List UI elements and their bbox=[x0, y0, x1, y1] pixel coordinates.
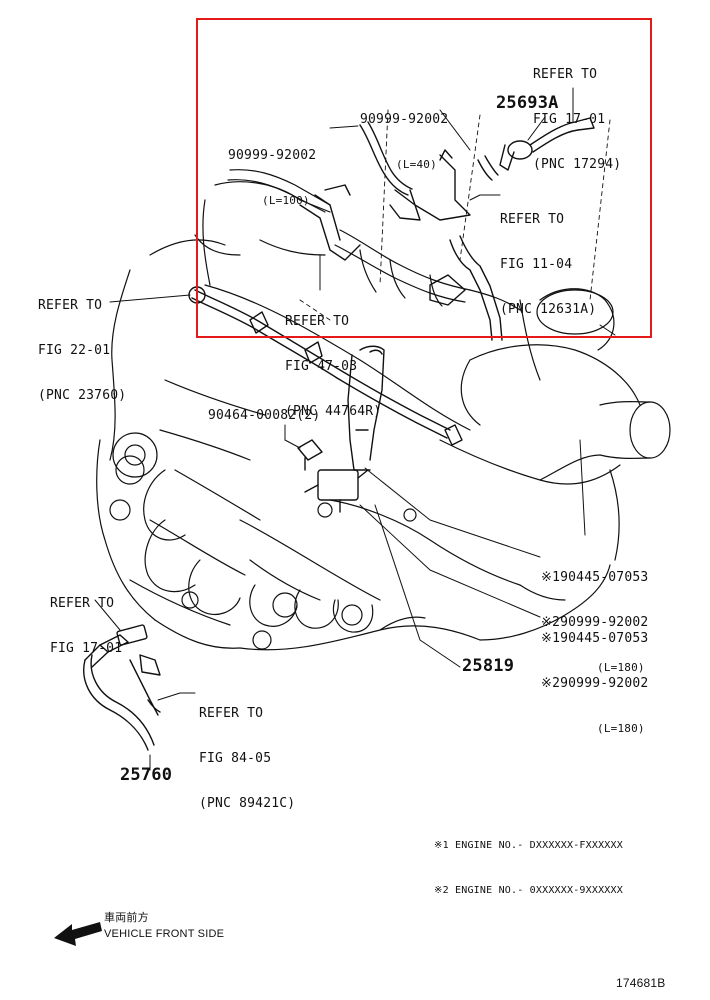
highlight-box bbox=[196, 18, 652, 338]
refer-line: REFER TO bbox=[38, 298, 103, 313]
part-25819: 25819 bbox=[462, 656, 515, 676]
figure-id: 174681B bbox=[616, 976, 666, 990]
refer-pnc-line: (PNC 23760) bbox=[38, 388, 127, 403]
refer-fig84: REFER TO FIG 84-05 (PNC 89421C) bbox=[199, 676, 295, 826]
part-number: 90999-92002 bbox=[360, 112, 449, 127]
front-side-en: VEHICLE FRONT SIDE bbox=[104, 928, 225, 940]
part-25760: 25760 bbox=[120, 765, 173, 785]
refer-line: REFER TO bbox=[50, 596, 115, 611]
part-90464-00082: 90464-00082(2) bbox=[208, 408, 321, 423]
refer-line: REFER TO bbox=[533, 67, 598, 82]
refer-fig22: REFER TO FIG 22-01 (PNC 23760) bbox=[38, 268, 126, 418]
refer-line: REFER TO bbox=[285, 314, 350, 329]
refer-fig-line: FIG 17-01 bbox=[533, 112, 606, 127]
refer-fig-line: FIG 22-01 bbox=[38, 343, 111, 358]
engine-block-drawing bbox=[96, 169, 671, 651]
refer-pnc-line: (PNC 17294) bbox=[533, 157, 622, 172]
dashed-guides bbox=[299, 109, 611, 321]
front-side-jp: 車両前方 bbox=[104, 912, 149, 924]
refer-pnc-line: (PNC 44764R) bbox=[285, 404, 382, 419]
leader-lines bbox=[94, 87, 616, 771]
callout-line: ※290999-92002 bbox=[541, 615, 649, 630]
part-length: (L=40) bbox=[396, 158, 437, 171]
callout-line: ※190445-07053 bbox=[541, 570, 649, 585]
part-length: (L=180) bbox=[597, 661, 645, 674]
part-90999-92002-l40: 90999-92002 (L=40) bbox=[360, 82, 448, 187]
refer-line: REFER TO bbox=[199, 706, 264, 721]
callout-line: ※290999-92002 bbox=[541, 676, 649, 691]
part-25693a: 25693A bbox=[496, 93, 559, 113]
part-length: (L=180) bbox=[597, 722, 645, 735]
part-length: (L=100) bbox=[262, 194, 310, 207]
refer-fig-line: FIG 17-01 bbox=[50, 641, 123, 656]
vacuum-hoses-drawing bbox=[83, 117, 595, 751]
part-90999-92002-l100: 90999-92002 (L=100) bbox=[228, 118, 316, 223]
callout-2-180: ※190445-07053 ※290999-92002 (L=180) bbox=[541, 601, 648, 751]
refer-fig17-left: REFER TO FIG 17-01 bbox=[50, 566, 122, 671]
refer-fig17-top: REFER TO FIG 17-01 (PNC 17294) bbox=[533, 37, 621, 187]
refer-line: REFER TO bbox=[500, 212, 565, 227]
callout-1-180: ※190445-07053 ※290999-92002 (L=180) bbox=[541, 540, 648, 690]
refer-pnc-line: (PNC 89421C) bbox=[199, 796, 296, 811]
engine-notes: ※1 ENGINE NO.- DXXXXXX-FXXXXXX ※2 ENGINE… bbox=[434, 808, 623, 913]
front-direction-arrow bbox=[54, 922, 102, 946]
refer-fig-line: FIG 47-03 bbox=[285, 359, 358, 374]
callout-line: ※190445-07053 bbox=[541, 631, 649, 646]
engine-note: ※2 ENGINE NO.- 0XXXXXX-9XXXXXX bbox=[434, 885, 623, 896]
refer-fig-line: FIG 11-04 bbox=[500, 257, 573, 272]
refer-fig11: REFER TO FIG 11-04 (PNC 12631A) bbox=[500, 182, 596, 332]
part-number: 90999-92002 bbox=[228, 148, 317, 163]
refer-fig47: REFER TO FIG 47-03 (PNC 44764R) bbox=[285, 284, 381, 434]
refer-fig-line: FIG 84-05 bbox=[199, 751, 272, 766]
refer-pnc-line: (PNC 12631A) bbox=[500, 302, 597, 317]
engine-note: ※1 ENGINE NO.- DXXXXXX-FXXXXXX bbox=[434, 840, 623, 851]
